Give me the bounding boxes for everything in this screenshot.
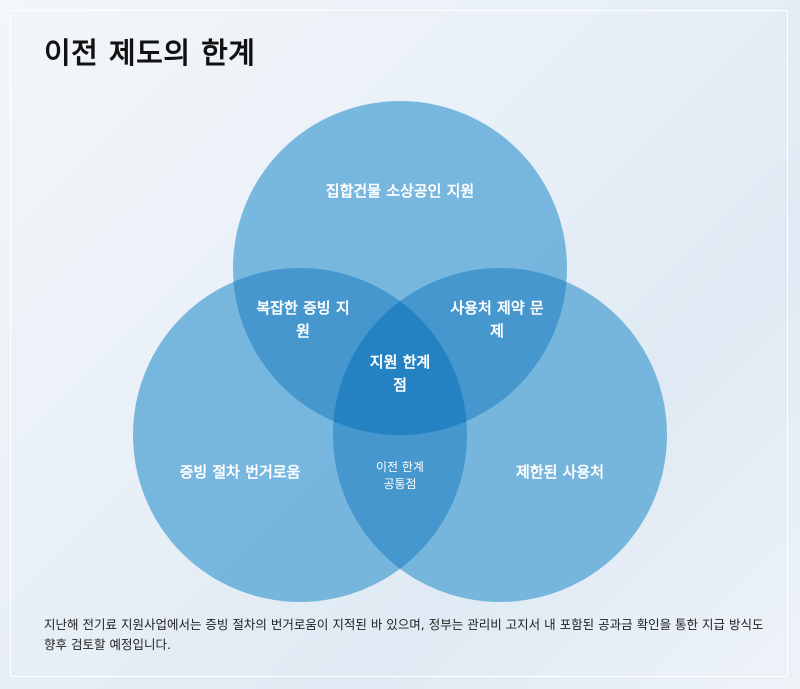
- overlap-label-center-line1: 지원 한계: [370, 353, 430, 371]
- overlap-label-left-right-line2: 공통점: [383, 477, 416, 491]
- overlap-label-left-right-line1: 이전 한계: [376, 460, 424, 474]
- caption-line-1: 지난해 전기료 지원사업에서는 증빙 절차의 번거로움이 지적된 바 있으며, …: [44, 617, 764, 632]
- overlap-label-top-right-line2: 제: [490, 322, 504, 340]
- overlap-label-top-left-line2: 원: [296, 322, 310, 340]
- circle-label-top: 집합건물 소상공인 지원: [326, 182, 474, 200]
- circle-label-right: 제한된 사용처: [516, 463, 604, 481]
- caption-text: 지난해 전기료 지원사업에서는 증빙 절차의 번거로움이 지적된 바 있으며, …: [44, 615, 764, 655]
- circle-label-left: 증빙 절차 번거로움: [180, 463, 301, 481]
- caption-line-2: 향후 검토할 예정입니다.: [44, 637, 171, 652]
- venn-overlap-center: [333, 268, 467, 435]
- page-title: 이전 제도의 한계: [44, 36, 256, 70]
- page-frame: [10, 10, 788, 677]
- overlap-label-top-left-line1: 복잡한 증빙 지: [256, 299, 349, 317]
- overlap-label-top-right-line1: 사용처 제약 문: [450, 299, 543, 317]
- overlap-label-center-line2: 점: [393, 376, 407, 394]
